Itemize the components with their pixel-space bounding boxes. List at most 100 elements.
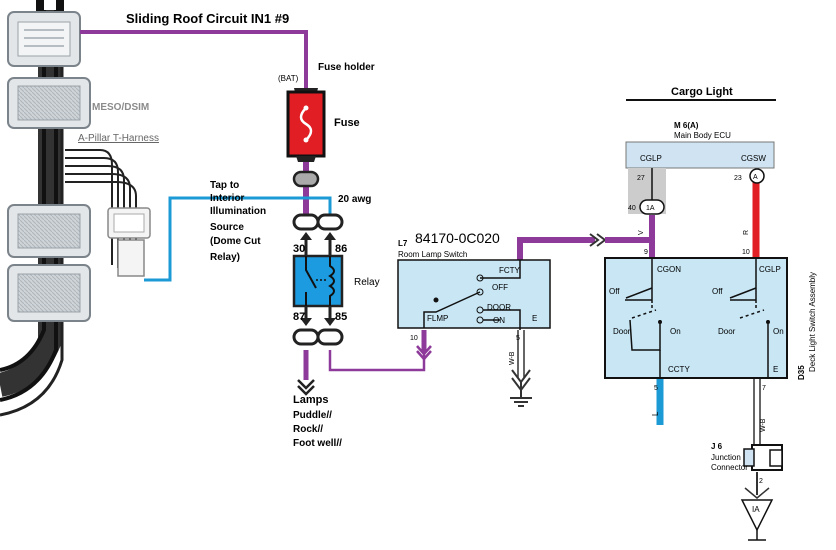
- t-harness-connector: [107, 207, 151, 277]
- rl-fcty: FCTY: [499, 266, 521, 275]
- ecu-box: [625, 141, 775, 169]
- ecu-name: Main Body ECU: [674, 131, 731, 140]
- wire-blue-tap-86: [306, 196, 332, 220]
- tap-line-4: Source: [210, 222, 244, 233]
- wire-deck-ground: [744, 378, 770, 499]
- relay-contact-icon: [305, 256, 317, 306]
- junction-line-2: Connector: [711, 463, 748, 472]
- deck-door-2: Door: [718, 327, 736, 336]
- apillar-label: A-Pillar T-Harness: [78, 133, 159, 144]
- tap-line-5: (Dome Cut: [210, 236, 261, 247]
- room-lamp-name: Room Lamp Switch: [398, 250, 467, 259]
- lamps-arrow: [297, 379, 315, 396]
- harness-bundle: [0, 0, 64, 417]
- relay-connectors-bottom: [292, 306, 344, 346]
- ecu-cgsw: CGSW: [741, 154, 766, 163]
- fuse-element-icon: [299, 107, 313, 141]
- tap-line-3: Illumination: [210, 206, 266, 217]
- connector-meso-dsim: [7, 77, 91, 129]
- awg-label: 20 awg: [338, 194, 371, 205]
- deck-pin-9: 9: [644, 249, 648, 256]
- room-lamp-switch: [397, 259, 551, 361]
- bat-label: (BAT): [278, 74, 299, 83]
- junction-pin-2: 2: [759, 478, 763, 485]
- ecu-circle-a: A: [753, 174, 758, 181]
- fuse-holder: [286, 88, 326, 162]
- ecu-circle-1a: 1A: [646, 205, 655, 212]
- ecu-cglp: CGLP: [640, 154, 662, 163]
- deck-off-1: Off: [609, 287, 620, 296]
- deck-light-switch: [604, 257, 788, 379]
- relay-coil-icon: [328, 256, 335, 306]
- pin-86: 86: [335, 243, 347, 255]
- deck-pin-7: 7: [762, 385, 766, 392]
- ecu-pin-40: 40: [628, 205, 636, 212]
- connector-inline-top: [292, 170, 320, 188]
- tap-line-6: Relay): [210, 252, 240, 263]
- tap-line-1: Tap to: [210, 180, 239, 191]
- pin-85: 85: [335, 311, 347, 323]
- wire-r-label: R: [743, 230, 750, 235]
- deck-cglp: CGLP: [759, 265, 781, 274]
- wire-purple-roomlamp-ecu: [517, 237, 595, 260]
- rl-e: E: [532, 314, 537, 323]
- pin-87: 87: [293, 311, 305, 323]
- lamps-rock: Rock//: [293, 424, 323, 435]
- ground-ia-label: IA: [752, 505, 760, 514]
- rl-off: OFF: [492, 283, 508, 292]
- deck-id: D35: [797, 365, 806, 380]
- deck-door-1: Door: [613, 327, 631, 336]
- wire-purple-roof-circuit: [80, 30, 308, 88]
- connector-top: [7, 11, 81, 67]
- wire-room-lamp-ground: [510, 330, 532, 407]
- ecu-pin-a: [749, 168, 765, 184]
- deck-on-1: On: [670, 327, 681, 336]
- lamps-footwell: Foot well//: [293, 438, 342, 449]
- ecu-id: M 6(A): [674, 121, 699, 130]
- connector-mid: [7, 204, 91, 258]
- deck-pin-5: 5: [654, 385, 658, 392]
- diagram-title: Sliding Roof Circuit IN1 #9: [126, 11, 289, 26]
- fuse-label: Fuse: [334, 117, 360, 129]
- lamps-title: Lamps: [293, 394, 328, 406]
- wire-blue-tap: [144, 196, 306, 282]
- tap-line-2: Interior: [210, 193, 245, 204]
- deck-e: E: [773, 365, 778, 374]
- deck-off-2: Off: [712, 287, 723, 296]
- relay-connectors-top: [292, 213, 344, 255]
- cargo-light-title: Cargo Light: [671, 86, 733, 98]
- rl-wb: W-B: [509, 351, 516, 365]
- deck-pin-10: 10: [742, 249, 750, 256]
- pin-30: 30: [293, 243, 305, 255]
- rl-pin-5: 5: [516, 335, 520, 342]
- deck-ccty: CCTY: [668, 365, 690, 374]
- part-number: 84170-0C020: [415, 230, 500, 246]
- rl-door: DOOR: [487, 303, 511, 312]
- room-lamp-id: L7: [398, 239, 408, 248]
- wire-purple-v: [605, 237, 655, 258]
- fuse-holder-label: Fuse holder: [318, 62, 375, 73]
- connector-bottom: [7, 264, 91, 322]
- relay-label: Relay: [354, 277, 380, 288]
- harness-branch-wires: [65, 149, 137, 268]
- lamps-puddle: Puddle//: [293, 410, 332, 421]
- ground-ia: [740, 499, 774, 541]
- wire-v-label: V: [638, 230, 645, 235]
- relay: [292, 254, 344, 308]
- deck-name: Deck Light Switch Assembly: [808, 272, 817, 372]
- ecu-pin-27: 27: [637, 175, 645, 182]
- junction-connector: [743, 444, 783, 471]
- wire-wb-label: W-B: [760, 418, 767, 432]
- rl-pin-10: 10: [410, 335, 418, 342]
- rl-flmp: FLMP: [427, 314, 448, 323]
- meso-dsim-label: MESO/DSIM: [92, 102, 149, 113]
- deck-on-2: On: [773, 327, 784, 336]
- rl-on: ON: [493, 316, 505, 325]
- ecu-pin-23: 23: [734, 175, 742, 182]
- j6-id: J 6: [711, 442, 723, 451]
- wire-l-label: L: [651, 411, 660, 416]
- junction-line-1: Junction: [711, 453, 741, 462]
- deck-cgon: CGON: [657, 265, 681, 274]
